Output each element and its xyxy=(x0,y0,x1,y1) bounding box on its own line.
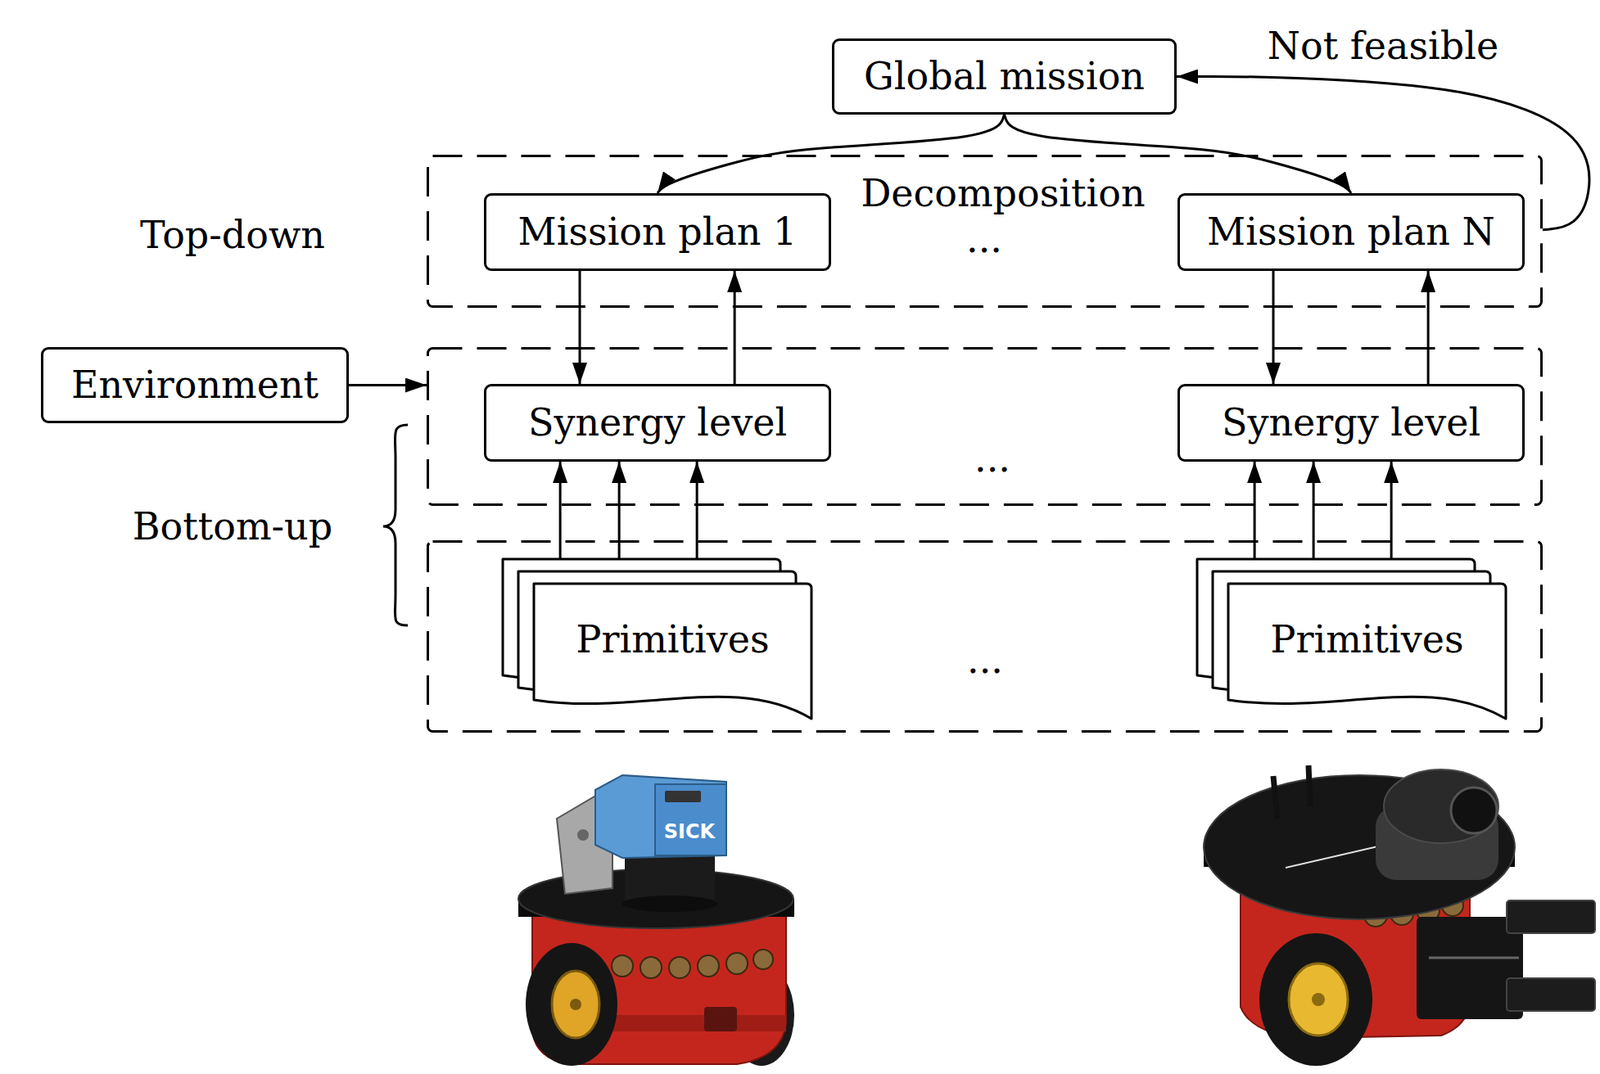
text-slot: Primitives xyxy=(1228,583,1506,696)
gripper-rail xyxy=(1428,957,1519,960)
label-slot: Bottom-up xyxy=(132,505,333,549)
plan-box: Mission plan 1 xyxy=(483,193,832,272)
antenna xyxy=(1308,765,1311,807)
scanner-face xyxy=(655,784,727,856)
document-page xyxy=(518,571,796,707)
robot-plate xyxy=(1203,775,1515,920)
synergy-box: Synergy level xyxy=(483,384,832,462)
dashed-outline xyxy=(428,348,1542,506)
region-text: ... xyxy=(966,217,1003,262)
document-stack: Primitives xyxy=(502,559,812,719)
connector-arrow xyxy=(1312,461,1316,560)
dashed-region: Decomposition... Mission plan 1 Mission pl… xyxy=(426,154,1543,308)
connector-arrow xyxy=(578,271,582,385)
node-text: Primitives xyxy=(576,618,770,662)
robot-wheel xyxy=(1259,933,1373,1067)
document-page xyxy=(533,583,812,719)
text-slot: Primitives xyxy=(533,583,812,696)
robot-grille xyxy=(704,1007,737,1032)
document-page xyxy=(502,559,781,695)
text-slot: ... xyxy=(974,437,1011,481)
dashed-outline xyxy=(428,542,1542,733)
level-label: Bottom-up xyxy=(132,505,333,549)
scanner-base-rim xyxy=(622,895,718,913)
bracket-bolt xyxy=(577,829,589,841)
document-page xyxy=(1197,559,1475,695)
camera-dome xyxy=(1383,769,1499,844)
dashed-region: ... Primitives Primitives xyxy=(426,540,1543,733)
connector-arrow xyxy=(1427,271,1430,385)
hub-center xyxy=(569,998,582,1011)
connector-arrow xyxy=(733,271,737,385)
connector-arrow xyxy=(1253,461,1257,560)
region-text: ... xyxy=(974,437,1011,481)
node-text: Environment xyxy=(71,363,319,407)
dashed-outline xyxy=(428,156,1542,308)
document-page xyxy=(1228,583,1506,719)
curly-brace xyxy=(383,424,408,626)
scanner-housing xyxy=(595,775,727,859)
document-stack: Primitives xyxy=(1197,559,1506,719)
gripper-arm xyxy=(1506,900,1596,934)
connector-arrow xyxy=(1272,271,1275,385)
node-text: Mission plan 1 xyxy=(518,210,798,254)
wheel-hub xyxy=(1288,963,1348,1036)
node-text: Synergy level xyxy=(1221,401,1481,445)
synergy-box: Synergy level xyxy=(1177,384,1525,462)
gripper-robot xyxy=(1203,765,1596,1067)
label-slot: Not feasible xyxy=(1262,24,1504,68)
region-text: Decomposition xyxy=(860,171,1145,216)
connector-arrow xyxy=(559,461,562,560)
connector-arrow xyxy=(348,384,427,387)
hub-center xyxy=(1311,993,1325,1007)
scanner-window xyxy=(664,790,701,803)
document-page xyxy=(1212,571,1491,707)
connector-arrow xyxy=(696,461,699,560)
level-label: Top-down xyxy=(140,213,326,258)
laser-robot xyxy=(518,775,795,1067)
gripper-arm xyxy=(1506,978,1596,1012)
mission-box: Global mission xyxy=(831,38,1177,115)
robot-wheel xyxy=(525,943,618,1067)
plan-box: Mission plan N xyxy=(1177,193,1525,272)
text-slot: ... xyxy=(966,217,1003,262)
connector-arrow xyxy=(1390,461,1393,560)
label-slot: SICK xyxy=(664,821,715,843)
node-text: Global mission xyxy=(863,54,1145,99)
wheel-hub xyxy=(551,971,600,1039)
edge-label: Not feasible xyxy=(1262,24,1504,68)
dashed-region: ... Synergy level Synergy level xyxy=(426,347,1543,507)
label-slot: Top-down xyxy=(140,213,326,258)
node-text: Mission plan N xyxy=(1206,210,1496,254)
node-text: Primitives xyxy=(1270,618,1465,662)
text-slot: Decomposition xyxy=(860,171,1145,216)
region-text: ... xyxy=(967,638,1004,683)
brand-label: SICK xyxy=(664,821,715,843)
camera-lens xyxy=(1450,787,1497,834)
connector-arrow xyxy=(618,461,621,560)
antenna xyxy=(1273,776,1278,819)
sonar-ring xyxy=(611,949,773,979)
text-slot: ... xyxy=(967,638,1004,683)
node-text: Synergy level xyxy=(528,401,787,445)
environment-box: Environment xyxy=(40,347,349,424)
